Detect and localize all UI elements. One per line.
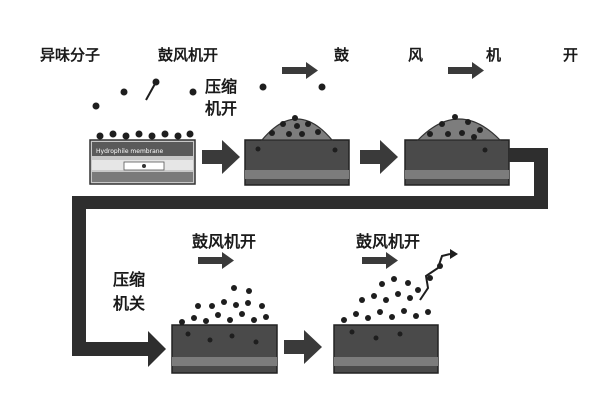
label-fan-char-4: 开 (563, 46, 578, 64)
label-fan-char-3: 机 (486, 46, 501, 64)
stage-2-molecules (255, 115, 338, 153)
stage-1-surface-molecules (96, 130, 194, 140)
stage-4-molecules (179, 285, 269, 345)
odor-molecules (92, 78, 326, 110)
label-compressor-on-2: 机开 (205, 99, 237, 118)
right-arrow-icon (202, 140, 240, 174)
label-compressor-on-1: 压缩 (205, 77, 237, 96)
escaping-path-arrow-icon (419, 249, 458, 301)
label-fan-on-lower-2: 鼓风机开 (356, 232, 420, 251)
process-flow-pipe (72, 148, 548, 367)
label-membrane: Hydrophile membrane (96, 148, 164, 155)
stage-2-block (244, 118, 350, 186)
label-compressor-off-2: 机关 (113, 294, 145, 313)
label-compressor-off-1: 压缩 (113, 270, 145, 289)
label-fan-on-top: 鼓风机开 (158, 46, 218, 64)
stage-3-molecules (427, 114, 488, 153)
label-fan-on-lower-1: 鼓风机开 (192, 232, 256, 251)
stage-3-block (404, 118, 510, 186)
right-arrow-icon (360, 140, 398, 174)
small-right-arrow-icon (198, 252, 234, 269)
right-arrow-icon (284, 330, 322, 364)
stage-1-membrane: Hydrophile membrane (89, 139, 196, 185)
label-fan-char-1: 鼓 (334, 46, 350, 64)
small-right-arrow-icon (282, 62, 318, 79)
small-right-arrow-icon (448, 62, 484, 79)
small-right-arrow-icon (362, 252, 398, 269)
stage-5-molecules (341, 263, 443, 341)
label-odor-molecules: 异味分子 (40, 46, 100, 64)
label-fan-char-2: 风 (408, 46, 423, 64)
